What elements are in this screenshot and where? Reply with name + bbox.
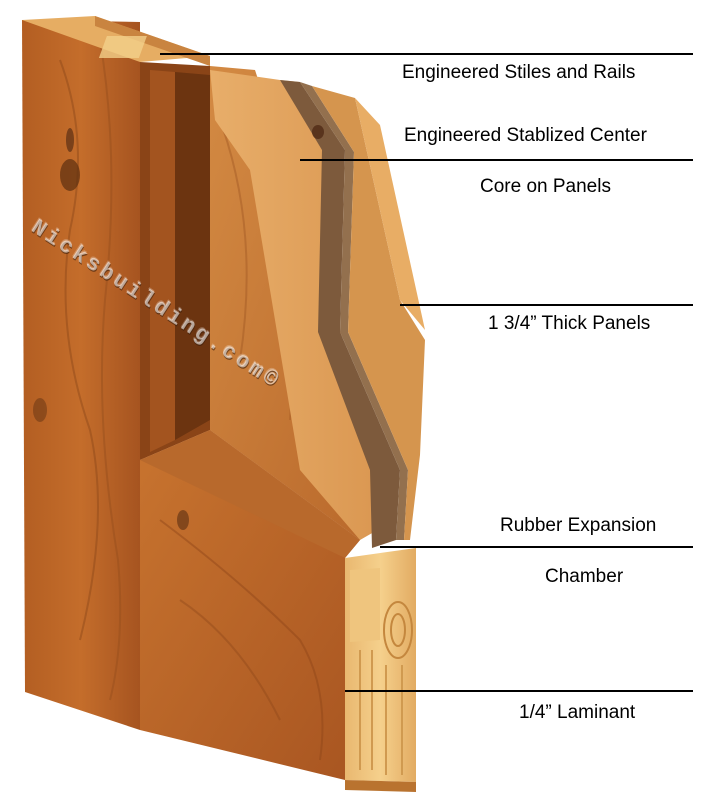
panel-right-face [312,86,425,540]
callout-thick-panels: 1 3/4” Thick Panels [488,313,651,334]
frame-groove [140,62,210,460]
callout-rubber-expansion: Rubber Expansion [500,515,657,536]
callout-stabilized-center: Engineered Stablized Center [404,125,647,146]
callout-chamber: Chamber [545,566,624,587]
leader-line-rubber [380,546,693,548]
panel-core [280,80,408,548]
leader-line-stiles [160,53,693,55]
bottom-rail [140,430,360,780]
callout-laminant: 1/4” Laminant [519,702,636,723]
leader-line-center [300,159,693,161]
leader-line-laminant [345,690,693,692]
leader-line-panels [400,304,693,306]
left-stile [22,20,140,730]
callout-engineered-stiles: Engineered Stiles and Rails [402,62,636,83]
callout-core-on-panels: Core on Panels [480,176,611,197]
rail-end-grain [345,548,416,792]
